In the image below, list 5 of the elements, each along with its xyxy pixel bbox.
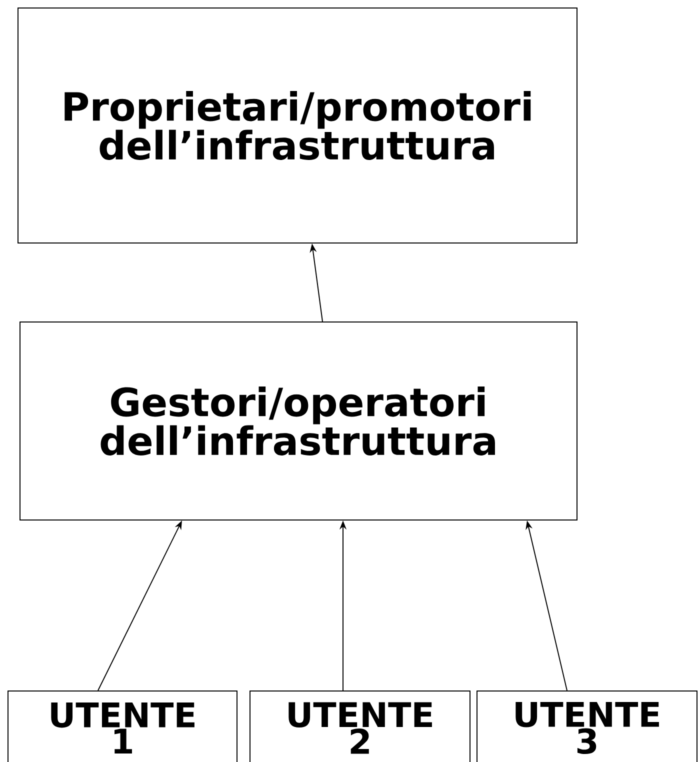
box: UTENTE 1	[8, 690, 238, 762]
box: UTENTE 2	[250, 690, 470, 762]
box: Gestori/operatori dell’infrastruttura	[20, 322, 578, 520]
box: UTENTE 3	[476, 690, 698, 762]
box: Proprietari/promotori dell’infrastruttura	[18, 8, 578, 244]
